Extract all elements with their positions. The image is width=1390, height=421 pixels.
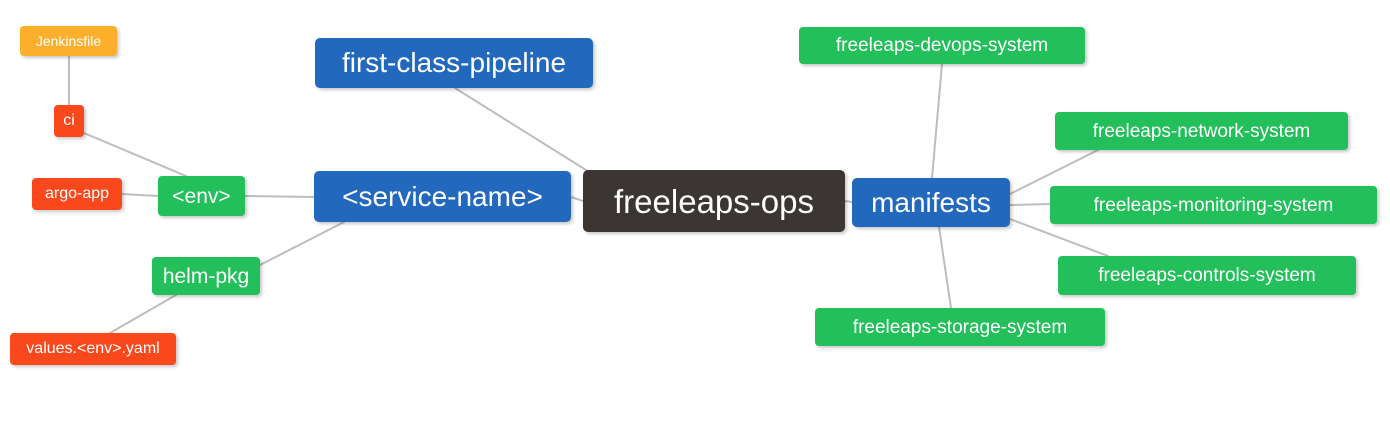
mindmap-edge-service-to-env — [244, 195, 315, 198]
mindmap-node-label-service: <service-name> — [342, 180, 543, 212]
mindmap-edge-root-to-pipeline — [454, 87, 595, 176]
mindmap-node-storage[interactable]: freeleaps-storage-system — [815, 308, 1105, 346]
mindmap-edge-manifests-to-devops — [931, 63, 943, 179]
mindmap-edge-root-to-service — [570, 196, 584, 202]
mindmap-edge-root-to-manifests — [844, 200, 853, 203]
mindmap-node-helm[interactable]: helm-pkg — [152, 257, 260, 295]
mindmap-node-label-storage: freeleaps-storage-system — [852, 316, 1068, 338]
mindmap-node-ci[interactable]: ci — [54, 105, 84, 137]
mindmap-edge-helm-to-values — [109, 294, 177, 334]
mindmap-node-label-pipeline: first-class-pipeline — [341, 47, 567, 78]
mindmap-node-controls[interactable]: freeleaps-controls-system — [1058, 256, 1356, 295]
mindmap-node-label-values: values.<env>.yaml — [26, 340, 160, 357]
mindmap-node-values[interactable]: values.<env>.yaml — [10, 333, 176, 365]
mindmap-node-monitoring[interactable]: freeleaps-monitoring-system — [1050, 186, 1377, 224]
mindmap-node-label-root: freeleaps-ops — [614, 182, 814, 220]
mindmap-edge-env-to-ci — [83, 132, 187, 177]
mindmap-node-service[interactable]: <service-name> — [314, 171, 571, 222]
mindmap-node-network[interactable]: freeleaps-network-system — [1055, 112, 1348, 150]
mindmap-node-label-network: freeleaps-network-system — [1092, 120, 1311, 142]
mindmap-node-root[interactable]: freeleaps-ops — [583, 170, 845, 232]
mindmap-node-label-manifests: manifests — [871, 186, 991, 218]
mindmap-node-jenkins[interactable]: Jenkinsfile — [20, 26, 117, 56]
mindmap-node-devops[interactable]: freeleaps-devops-system — [799, 27, 1085, 64]
mindmap-edge-manifests-to-controls — [1009, 218, 1109, 257]
mindmap-node-label-monitoring: freeleaps-monitoring-system — [1093, 194, 1334, 216]
mindmap-node-label-argo: argo-app — [44, 185, 110, 202]
mindmap-node-manifests[interactable]: manifests — [852, 178, 1010, 227]
mindmap-edge-manifests-to-storage — [938, 226, 952, 309]
mindmap-node-env[interactable]: <env> — [158, 176, 245, 216]
mindmap-node-label-devops: freeleaps-devops-system — [835, 35, 1049, 56]
mindmap-edge-service-to-helm — [259, 221, 345, 266]
mindmap-node-label-ci: ci — [63, 112, 75, 129]
mindmap-node-label-helm: helm-pkg — [162, 264, 250, 288]
mindmap-edge-env-to-argo — [121, 193, 159, 197]
mindmap-node-label-jenkins: Jenkinsfile — [35, 33, 102, 49]
mindmap-node-label-env: <env> — [172, 184, 231, 208]
mindmap-edge-manifests-to-monitoring — [1009, 203, 1051, 206]
mindmap-node-pipeline[interactable]: first-class-pipeline — [315, 38, 593, 88]
mindmap-node-label-controls: freeleaps-controls-system — [1098, 265, 1316, 286]
mindmap-node-argo[interactable]: argo-app — [32, 178, 122, 210]
